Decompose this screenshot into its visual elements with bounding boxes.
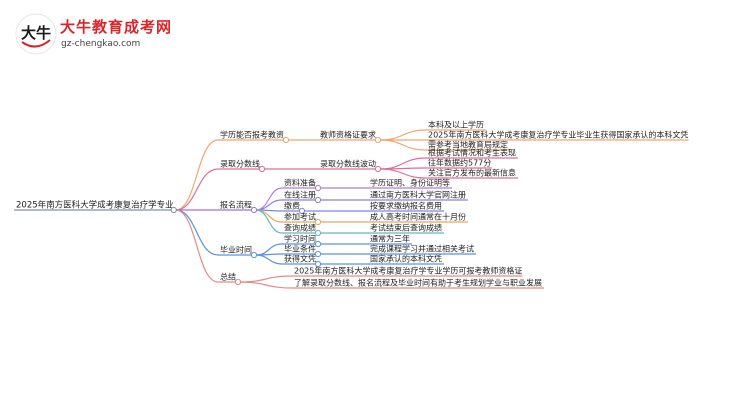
- branch-2-child-4-label: 查询成绩: [284, 223, 316, 233]
- branch-2-label: 报名流程: [220, 200, 252, 210]
- branch-3-child-0-label: 学习时间: [284, 234, 316, 244]
- branch-3-label-knob-icon[interactable]: [250, 251, 258, 259]
- branch-1-child-0-leaf-2-connector: [379, 168, 427, 179]
- branch-1-child-0-label-knob-icon[interactable]: [374, 165, 382, 173]
- branch-2-child-2-leaf-0: 按要求缴纳报名费用: [370, 201, 442, 211]
- branch-3-child-1-label: 毕业条件: [284, 244, 316, 254]
- branch-3-child-1-label-knob-icon[interactable]: [314, 250, 322, 258]
- branch-0-child-0-label-knob-icon[interactable]: [374, 136, 382, 144]
- branch-2-label-knob-icon[interactable]: [250, 206, 258, 214]
- branch-3-child-2-label: 获得文凭: [284, 254, 316, 264]
- branch-1-label: 录取分数线: [220, 159, 260, 169]
- branch-0-connector: [175, 139, 219, 211]
- branch-2-child-1-label-knob-icon[interactable]: [314, 196, 322, 204]
- branch-2-child-3-leaf-0: 成人高考时间通常在十月份: [370, 212, 466, 222]
- branch-0-label-knob-icon[interactable]: [282, 136, 290, 144]
- branch-4-label-knob-icon[interactable]: [234, 278, 242, 286]
- summary-0-text: 2025年南方医科大学成考康复治疗学专业学历可报考教师资格证: [294, 266, 522, 276]
- branch-1-label-knob-icon[interactable]: [258, 165, 266, 173]
- branch-2-child-3-label: 参加考试: [284, 212, 316, 222]
- branch-3-label: 毕业时间: [220, 245, 252, 255]
- branch-3-child-2-connector: [255, 254, 283, 265]
- summary-0-connector: [239, 275, 293, 283]
- branch-3-child-2-leaf-0: 国家承认的本科文凭: [370, 254, 442, 264]
- branch-1-child-0-leaf-0-connector: [379, 157, 427, 170]
- branch-2-child-3-connector: [255, 209, 283, 223]
- branch-3-child-0-connector: [255, 243, 283, 256]
- logo-url: gz-chengkao.com: [61, 39, 141, 49]
- branch-2-child-4-label-knob-icon[interactable]: [314, 229, 322, 237]
- mind-map-nodes: 2025年南方医科大学成考康复治疗学专业 学历能否报考教资 教师资格证要求 本科及以上…: [16, 120, 688, 288]
- branch-1-child-0-leaf-2: 关注官方发布的最新信息: [428, 168, 516, 178]
- branch-2-child-1-connector: [255, 199, 283, 211]
- branch-2-child-4-connector: [255, 209, 283, 234]
- logo-mark-icon: 大牛: [15, 13, 57, 55]
- branch-0-child-0-leaf-2-connector: [379, 139, 427, 151]
- branch-1-child-0-leaf-0: 根据考试情况和考生表现: [428, 148, 516, 158]
- branch-3-connector: [175, 209, 219, 256]
- branch-2-child-1-label: 在线注册: [284, 190, 316, 200]
- branch-2-child-3-label-knob-icon[interactable]: [314, 218, 322, 226]
- branch-0-label: 学历能否报考教资: [220, 130, 284, 140]
- branch-0-child-0-leaf-1: 2025年南方医科大学成考康复治疗学专业毕业生获得国家承认的本科文凭: [428, 130, 688, 140]
- branch-4-connector: [175, 209, 219, 283]
- branch-2-child-0-connector: [255, 187, 283, 211]
- branch-4-label: 总结: [220, 272, 236, 282]
- branch-1-child-0-label: 录取分数线波动: [320, 159, 376, 169]
- branch-0-child-0-label: 教师资格证要求: [320, 130, 376, 140]
- logo-title: 大牛教育成考网: [60, 18, 173, 36]
- branch-3-child-0-leaf-0: 通常为三年: [370, 234, 410, 244]
- mind-map-connectors: [14, 129, 689, 289]
- site-logo[interactable]: 大牛 大牛教育成考网 gz-chengkao.com: [14, 12, 171, 58]
- branch-2-child-0-leaf-0: 学历证明、身份证明等: [370, 178, 450, 188]
- root-node-knob-icon[interactable]: [170, 206, 177, 214]
- root-node: 2025年南方医科大学成考康复治疗学专业: [16, 200, 174, 211]
- summary-1-text: 了解录取分数线、报名流程及毕业时间有助于考生规划学业与职业发展: [294, 278, 542, 288]
- branch-3-child-2-label-knob-icon[interactable]: [314, 260, 322, 268]
- branch-0-child-0-leaf-0: 本科及以上学历: [428, 120, 484, 130]
- branch-3-child-1-leaf-0: 完成课程学习并通过相关考试: [370, 244, 474, 254]
- branch-1-child-0-leaf-1: 往年数据约577分: [428, 158, 491, 168]
- branch-2-child-2-label: 缴费: [284, 201, 300, 211]
- branch-1-connector: [175, 168, 219, 211]
- branch-3-child-0-label-knob-icon[interactable]: [314, 240, 322, 248]
- branch-0-child-0-leaf-2: 需参考当地教育局规定: [428, 140, 508, 150]
- branch-2-child-2-label-knob-icon[interactable]: [298, 207, 306, 215]
- branch-2-child-4-leaf-0: 考试结束后查询成绩: [370, 223, 442, 233]
- branch-2-child-0-label: 资料准备: [284, 178, 316, 188]
- branch-0-child-0-leaf-0-connector: [379, 129, 427, 141]
- branch-2-child-1-leaf-0: 通过南方医科大学官网注册: [370, 190, 466, 200]
- logo-glyph: 大牛: [21, 24, 51, 42]
- branch-2-child-0-label-knob-icon[interactable]: [314, 184, 322, 192]
- summary-1-connector: [239, 281, 293, 289]
